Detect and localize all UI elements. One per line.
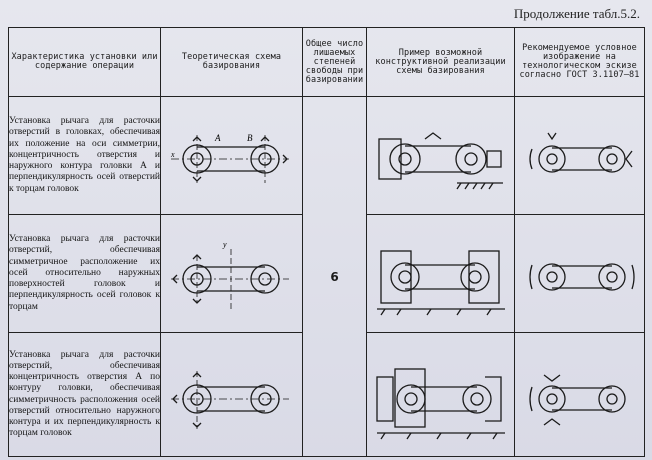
row2-design-example: [366, 214, 515, 333]
row3-recommended-symbol: [514, 332, 645, 457]
table-header-row: Характеристика установки или содержание …: [8, 27, 645, 97]
row2-recommended-symbol: [514, 214, 645, 333]
row2-description: Установка рычага для расточки отверстий,…: [8, 214, 161, 333]
row3-design-example: [366, 332, 515, 457]
row1-theoretical-scheme: A B x: [160, 96, 303, 215]
table-row: Установка рычага для расточки отверстий,…: [8, 332, 645, 457]
header-recommended-symbol: Рекомендуемое условное изображение на те…: [514, 27, 645, 97]
fixture-design-diagram: [375, 367, 505, 439]
row1-description: Установка рычага для расточки отверстий …: [8, 96, 161, 215]
row3-theoretical-scheme: [160, 332, 303, 457]
degrees-of-freedom-cell: 6: [302, 96, 367, 457]
lever-scheme-diagram: [170, 370, 289, 429]
label-y: y: [222, 240, 227, 249]
lever-scheme-diagram: y: [170, 240, 289, 309]
row1-design-example: [366, 96, 515, 215]
technological-sketch-symbol: [528, 262, 635, 291]
row3-description: Установка рычага для расточки отверстий,…: [8, 332, 161, 457]
header-theoretical-scheme: Теоретическая схема базирования: [160, 27, 303, 97]
label-x: x: [170, 150, 175, 159]
continuation-label: Продолжение табл.5.2.: [513, 6, 640, 21]
technological-sketch-symbol: [528, 132, 633, 173]
label-a: A: [214, 133, 221, 143]
table-row: Установка рычага для расточки отверстий,…: [8, 214, 645, 333]
label-b: B: [247, 133, 253, 143]
lever-scheme-diagram: A B x: [170, 133, 289, 183]
header-characteristic: Характеристика установки или содержание …: [8, 27, 161, 97]
fixture-design-diagram: [377, 131, 503, 189]
header-degrees-of-freedom: Общее число лишаемых степеней свободы пр…: [302, 27, 367, 97]
header-design-example: Пример возможной конструктивной реализац…: [366, 27, 515, 97]
row2-theoretical-scheme: y: [160, 214, 303, 333]
basing-schemes-table: Характеристика установки или содержание …: [8, 27, 645, 457]
table-row: Установка рычага для расточки отверстий …: [8, 96, 645, 457]
technological-sketch-symbol: [528, 373, 626, 426]
row1-recommended-symbol: [514, 96, 645, 215]
fixture-design-diagram: [376, 249, 505, 315]
